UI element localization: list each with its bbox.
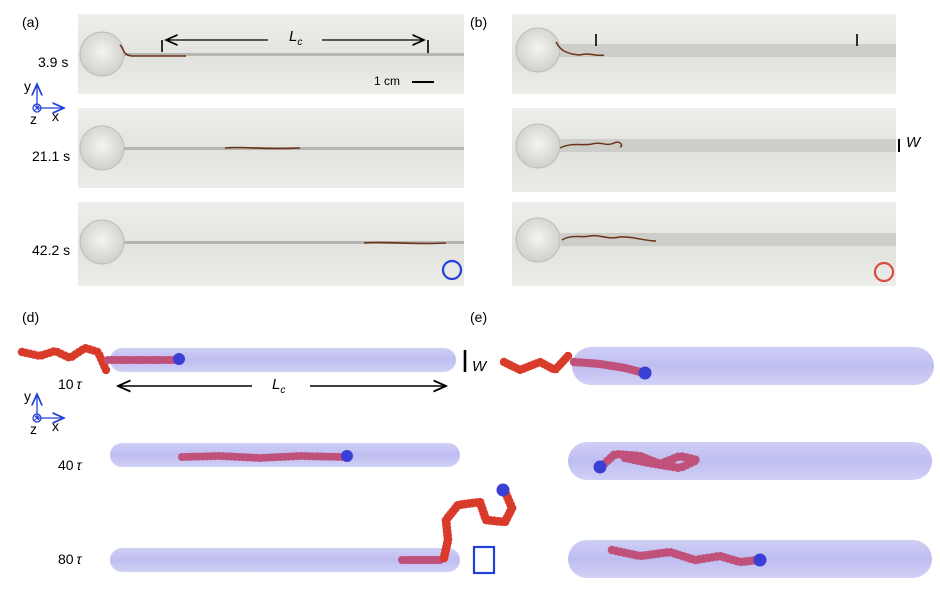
axis-z-d: z — [30, 421, 37, 437]
panel-label-d: (d) — [22, 309, 40, 325]
time-a-1: 3.9 s — [38, 54, 69, 70]
chain-bead — [101, 365, 111, 375]
tube-d-1 — [110, 348, 456, 372]
lc-label-d: Lc — [272, 376, 286, 396]
time-d-3: 80 τ — [58, 551, 82, 567]
head-bead — [173, 353, 185, 365]
panel-label-b: (b) — [470, 14, 488, 30]
axis-z-a: z — [30, 111, 37, 127]
axis-x-d: x — [52, 418, 59, 434]
worm — [119, 44, 186, 57]
blue-open-square — [472, 545, 496, 575]
tube-d-3 — [110, 548, 460, 572]
axis-y-d: y — [24, 388, 31, 404]
panel-label-a: (a) — [22, 14, 40, 30]
chain-bead — [620, 453, 630, 463]
head-bead — [341, 450, 353, 462]
panel-label-e: (e) — [470, 309, 488, 325]
blue-open-circle — [441, 259, 463, 281]
red-open-circle — [873, 261, 895, 283]
time-a-3: 42.2 s — [32, 242, 71, 258]
time-a-2: 21.1 s — [32, 148, 71, 164]
scale-label: 1 cm — [374, 74, 401, 88]
head-bead — [496, 483, 510, 497]
w-label-d: W — [472, 358, 487, 375]
head-bead — [753, 553, 767, 567]
tube-e-2 — [568, 442, 932, 480]
axis-y-a: y — [24, 78, 31, 94]
time-d-2: 40 τ — [58, 457, 82, 473]
head-bead — [593, 460, 607, 474]
time-d-1: 10 τ — [58, 376, 82, 392]
tube-e-1 — [572, 347, 934, 385]
chain-bead — [563, 351, 573, 361]
axis-x-a: x — [52, 108, 59, 124]
head-bead — [638, 366, 652, 380]
w-label-b: W — [906, 134, 921, 151]
lc-label-a: Lc — [289, 28, 303, 48]
channel — [124, 53, 464, 56]
